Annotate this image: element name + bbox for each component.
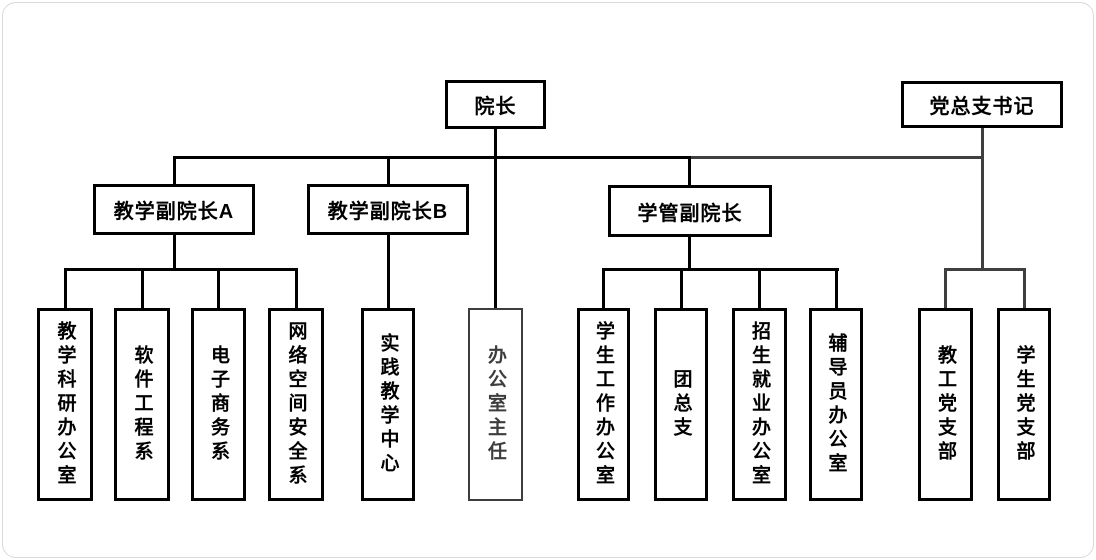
node-faculty-party-branch-label: 教工党支部	[935, 344, 956, 465]
node-student-vice-dean-label: 学管副院长	[637, 202, 743, 225]
node-faculty-party-branch: 教工党支部	[918, 308, 973, 501]
node-vice-dean-a: 教学副院长A	[93, 184, 255, 235]
node-party-secretary-label: 党总支书记	[929, 96, 1035, 118]
node-practice-teaching-center: 实践教学中心	[361, 308, 415, 501]
connector-student-vice-drop-1	[602, 268, 605, 308]
node-student-work-office-label: 学生工作办公室	[593, 320, 614, 489]
node-admissions-employment-office-label: 招生就业办公室	[749, 320, 770, 489]
connector-student-vice-drop-3	[758, 268, 761, 308]
node-party-secretary: 党总支书记	[901, 81, 1063, 128]
connector-vice-a-bus	[64, 268, 298, 271]
connector-vice-a-drop-1	[64, 268, 67, 308]
node-cyberspace-security-dept: 网络空间安全系	[268, 308, 324, 501]
node-vice-dean-a-label: 教学副院长A	[113, 201, 235, 223]
node-ecommerce-dept-label: 电子商务系	[208, 344, 229, 465]
node-practice-teaching-center-label: 实践教学中心	[377, 332, 399, 477]
node-teaching-research-office: 教学科研办公室	[37, 308, 93, 501]
node-student-party-branch-label: 学生党支部	[1013, 344, 1035, 465]
connector-student-vice-drop-2	[680, 268, 683, 308]
connector-vice-a-drop-2	[141, 268, 144, 308]
node-student-vice-dean: 学管副院长	[608, 185, 772, 237]
connector-vice-b-stem	[387, 235, 390, 308]
node-vice-dean-b-label: 教学副院长B	[327, 201, 449, 223]
connector-vice-a-stem	[173, 235, 176, 271]
connector-student-vice-drop-4	[835, 268, 838, 308]
connector-party-drop-1	[944, 268, 947, 308]
connector-vice-a-drop-4	[295, 268, 298, 308]
node-teaching-research-office-label: 教学科研办公室	[54, 320, 76, 489]
node-counselor-office-label: 辅导员办公室	[825, 332, 847, 477]
node-youth-league-label: 团总支	[670, 368, 692, 441]
connector-party-drop-2	[1023, 268, 1026, 308]
node-dean: 院长	[445, 80, 546, 129]
connector-drop-student-vice	[688, 156, 691, 185]
connector-drop-vice-a	[173, 156, 176, 184]
node-counselor-office: 辅导员办公室	[809, 308, 863, 501]
node-dean-label: 院长	[474, 96, 517, 118]
node-cyberspace-security-dept-label: 网络空间安全系	[285, 320, 307, 489]
node-software-engineering-dept: 软件工程系	[114, 308, 170, 501]
connector-dean-vertical	[494, 129, 497, 308]
node-office-director: 办公室主任	[468, 308, 523, 501]
node-software-engineering-dept-label: 软件工程系	[131, 344, 153, 465]
connector-student-vice-stem	[688, 237, 691, 271]
node-vice-dean-b: 教学副院长B	[307, 184, 469, 235]
connector-student-vice-bus	[602, 268, 839, 271]
connector-party-bus	[944, 268, 1026, 271]
node-office-director-label: 办公室主任	[485, 344, 506, 465]
connector-vice-a-drop-3	[217, 268, 220, 308]
node-student-work-office: 学生工作办公室	[577, 308, 630, 501]
connector-party-vertical	[981, 128, 984, 271]
node-student-party-branch: 学生党支部	[997, 308, 1051, 501]
node-youth-league: 团总支	[654, 308, 708, 501]
node-admissions-employment-office: 招生就业办公室	[732, 308, 787, 501]
connector-main-bus-right	[691, 156, 984, 159]
connector-main-bus-left	[173, 156, 691, 159]
node-ecommerce-dept: 电子商务系	[191, 308, 246, 501]
connector-drop-vice-b	[387, 156, 390, 184]
